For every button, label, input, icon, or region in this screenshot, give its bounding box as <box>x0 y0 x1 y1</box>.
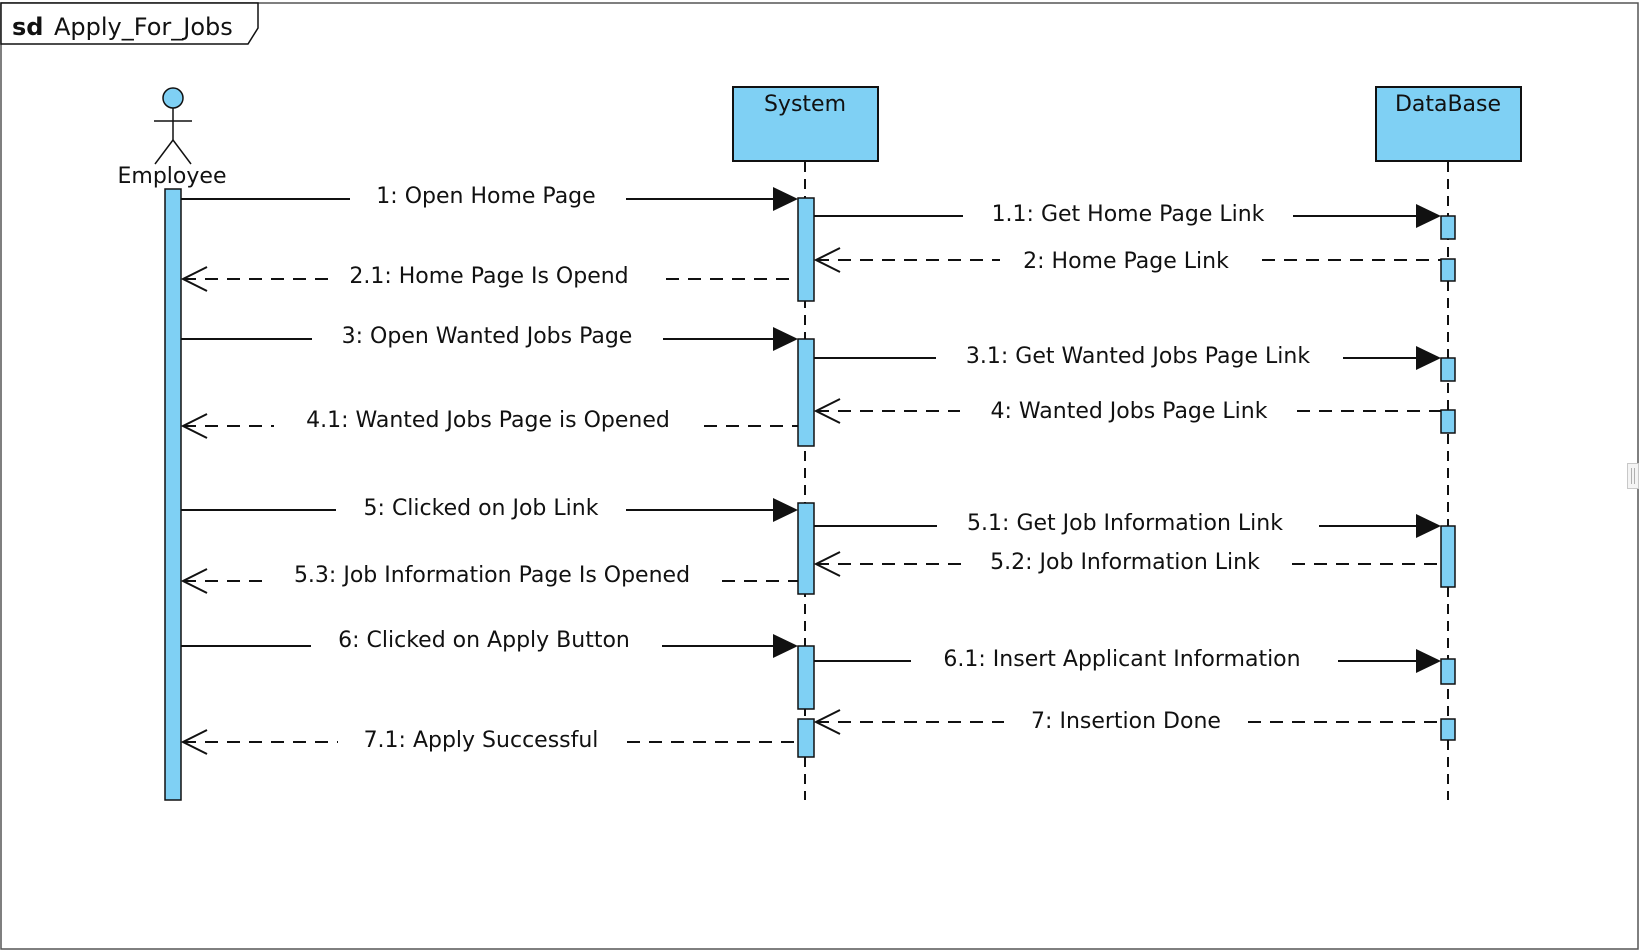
message-label: 7.1: Apply Successful <box>364 728 599 753</box>
message-wanted-jobs-page-is-opened[interactable]: 4.1: Wanted Jobs Page is Opened <box>180 408 798 439</box>
employee-activation-bar <box>164 188 182 801</box>
message-label: 6.1: Insert Applicant Information <box>943 647 1300 672</box>
sync-arrowhead-icon <box>773 327 798 351</box>
database-activation-bar <box>1440 409 1456 434</box>
employee-actor[interactable] <box>154 87 192 165</box>
message-label: 6: Clicked on Apply Button <box>338 628 630 653</box>
message-clicked-on-job-link[interactable]: 5: Clicked on Job Link <box>181 496 798 522</box>
message-job-information-page-is-opened[interactable]: 5.3: Job Information Page Is Opened <box>180 563 798 594</box>
actor-head <box>162 87 184 109</box>
message-label: 1: Open Home Page <box>376 184 595 209</box>
database-activation-bar <box>1440 357 1456 382</box>
message-label: 4.1: Wanted Jobs Page is Opened <box>306 408 670 433</box>
database-lifeline-head[interactable] <box>1375 86 1522 162</box>
sync-arrowhead-icon <box>1416 649 1441 673</box>
reply-arrowhead-icon <box>180 413 208 439</box>
system-activation-bar <box>797 338 815 447</box>
database-activation-bar <box>1440 658 1456 685</box>
actor-right-leg <box>172 139 192 165</box>
sync-arrowhead-icon <box>773 187 798 211</box>
message-label: 5: Clicked on Job Link <box>364 496 599 521</box>
message-label: 5.1: Get Job Information Link <box>967 511 1283 536</box>
frame-name-tab[interactable] <box>0 2 259 45</box>
frame-keyword: sd <box>12 13 43 41</box>
reply-arrowhead-icon <box>813 709 841 735</box>
message-label: 5.2: Job Information Link <box>990 550 1260 575</box>
sync-arrowhead-icon <box>773 498 798 522</box>
message-home-page-link[interactable]: 2: Home Page Link <box>813 247 1441 274</box>
database-activation-bar <box>1440 258 1456 282</box>
system-activation-bar <box>797 718 815 758</box>
database-activation-bar <box>1440 215 1456 240</box>
sync-arrowhead-icon <box>1416 346 1441 370</box>
message-label: 3: Open Wanted Jobs Page <box>342 324 633 349</box>
message-insertion-done[interactable]: 7: Insertion Done <box>813 709 1441 735</box>
message-clicked-on-apply-button[interactable]: 6: Clicked on Apply Button <box>181 628 798 658</box>
grip-line <box>1634 468 1635 484</box>
message-insert-applicant-information[interactable]: 6.1: Insert Applicant Information <box>814 647 1441 673</box>
system-activation-bar <box>797 502 815 595</box>
message-open-home-page[interactable]: 1: Open Home Page <box>181 184 798 211</box>
reply-arrowhead-icon <box>813 247 841 273</box>
message-apply-successful[interactable]: 7.1: Apply Successful <box>180 728 798 755</box>
system-activation-bar <box>797 197 815 302</box>
actor-left-leg <box>154 139 174 165</box>
message-label: 2: Home Page Link <box>1023 249 1229 274</box>
message-label: 3.1: Get Wanted Jobs Page Link <box>966 344 1310 369</box>
message-get-job-information-link[interactable]: 5.1: Get Job Information Link <box>814 511 1441 538</box>
database-activation-bar <box>1440 525 1456 588</box>
database-activation-bar <box>1440 718 1456 741</box>
grip-line <box>1631 468 1632 484</box>
system-activation-bar <box>797 645 815 710</box>
message-wanted-jobs-page-link[interactable]: 4: Wanted Jobs Page Link <box>813 398 1441 424</box>
sync-arrowhead-icon <box>1416 514 1441 538</box>
system-label: System <box>764 92 846 117</box>
reply-arrowhead-icon <box>813 551 841 577</box>
message-label: 7: Insertion Done <box>1031 709 1221 734</box>
sync-arrowhead-icon <box>773 634 798 658</box>
message-label: 2.1: Home Page Is Opend <box>349 264 628 289</box>
reply-arrowhead-icon <box>180 266 208 292</box>
reply-arrowhead-icon <box>180 568 208 594</box>
message-label: 1.1: Get Home Page Link <box>992 202 1265 227</box>
message-open-wanted-jobs-page[interactable]: 3: Open Wanted Jobs Page <box>181 324 798 351</box>
database-label: DataBase <box>1395 92 1501 117</box>
reply-arrowhead-icon <box>180 729 208 755</box>
message-get-home-page-link[interactable]: 1.1: Get Home Page Link <box>814 202 1441 228</box>
sync-arrowhead-icon <box>1416 204 1441 228</box>
message-label: 4: Wanted Jobs Page Link <box>991 399 1268 424</box>
employee-label: Employee <box>118 164 227 189</box>
panel-resize-handle[interactable] <box>1627 463 1639 489</box>
message-label: 5.3: Job Information Page Is Opened <box>294 563 690 588</box>
reply-arrowhead-icon <box>813 398 841 424</box>
frame-title: Apply_For_Jobs <box>54 13 233 41</box>
system-lifeline-head[interactable] <box>732 86 879 162</box>
message-job-information-link[interactable]: 5.2: Job Information Link <box>813 550 1441 577</box>
message-home-page-is-opend[interactable]: 2.1: Home Page Is Opend <box>180 264 798 292</box>
message-get-wanted-jobs-page-link[interactable]: 3.1: Get Wanted Jobs Page Link <box>814 344 1441 370</box>
